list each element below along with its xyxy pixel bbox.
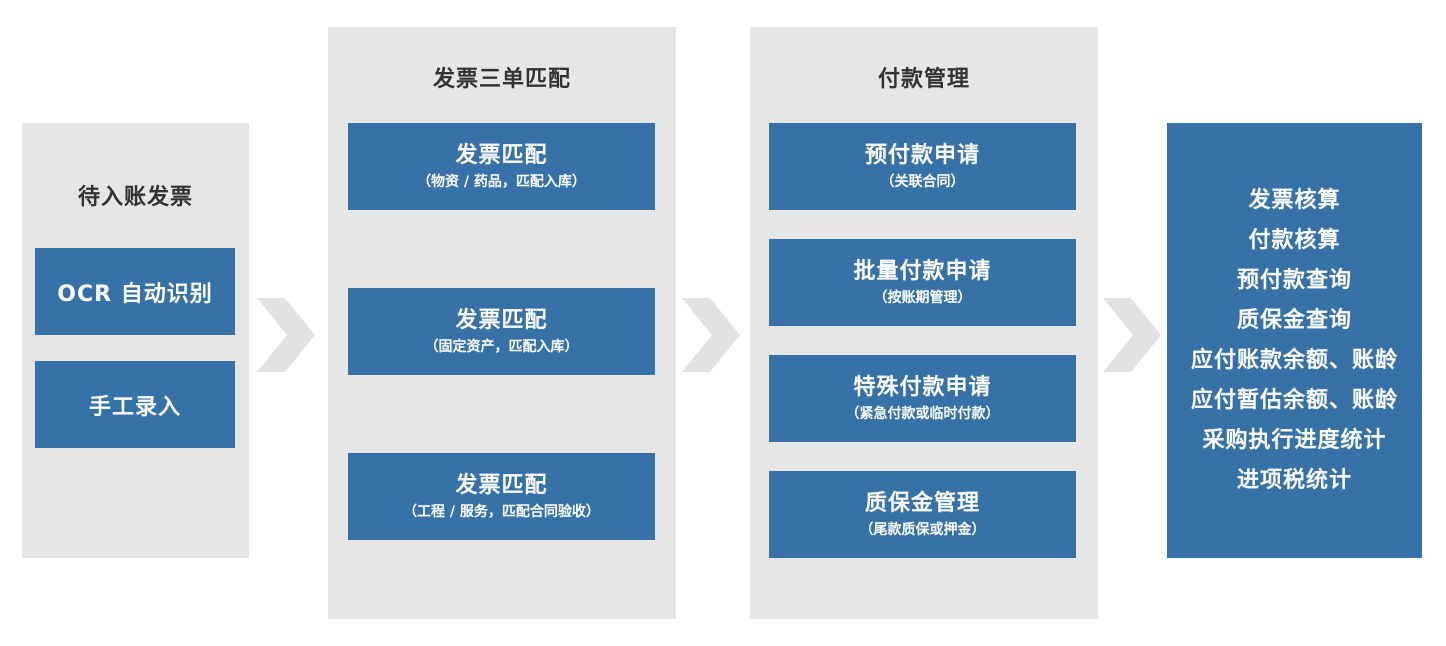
stage-payment-management-panel: 付款管理 预付款申请 （关联合同） 批量付款申请 （按账期管理） 特殊付款申请 … [750, 27, 1098, 619]
special-payment-request-title: 特殊付款申请 [853, 374, 992, 400]
prepayment-request-sub: （关联合同） [880, 173, 965, 190]
result-item: 进项税统计 [1236, 467, 1352, 493]
result-item: 付款核算 [1248, 227, 1341, 253]
prepayment-request-box: 预付款申请 （关联合同） [769, 123, 1076, 210]
result-item: 发票核算 [1248, 187, 1341, 213]
result-item: 应付暂估余额、账龄 [1190, 387, 1398, 413]
result-item: 质保金查询 [1236, 307, 1352, 333]
stage-pending-invoices-title: 待入账发票 [77, 185, 193, 210]
stage-payment-management-title: 付款管理 [877, 67, 970, 92]
invoice-match-materials-box: 发票匹配 （物资 / 药品，匹配入库） [348, 123, 655, 210]
retention-management-box: 质保金管理 （尾款质保或押金） [769, 471, 1076, 558]
chevron-right-icon [1103, 298, 1161, 372]
result-item: 采购执行进度统计 [1202, 427, 1387, 453]
invoice-match-services-box: 发票匹配 （工程 / 服务，匹配合同验收） [348, 453, 655, 540]
result-item: 预付款查询 [1236, 267, 1352, 293]
invoice-match-assets-title: 发票匹配 [455, 307, 548, 333]
manual-entry-box: 手工录入 [35, 361, 235, 448]
ocr-recognition-label: OCR 自动识别 [57, 281, 213, 307]
stage-pending-invoices-panel: 待入账发票 OCR 自动识别 手工录入 [22, 123, 249, 558]
invoice-match-services-sub: （工程 / 服务，匹配合同验收） [403, 503, 600, 520]
chevron-right-icon [682, 298, 740, 372]
invoice-match-assets-box: 发票匹配 （固定资产，匹配入库） [348, 288, 655, 375]
chevron-right-icon [257, 298, 315, 372]
accounting-query-box: 发票核算 付款核算 预付款查询 质保金查询 应付账款余额、账龄 应付暂估余额、账… [1167, 123, 1422, 558]
invoice-match-materials-title: 发票匹配 [455, 142, 548, 168]
invoice-match-services-title: 发票匹配 [455, 472, 548, 498]
manual-entry-label: 手工录入 [88, 394, 181, 420]
retention-management-sub: （尾款质保或押金） [859, 521, 986, 538]
batch-payment-request-box: 批量付款申请 （按账期管理） [769, 239, 1076, 326]
special-payment-request-sub: （紧急付款或临时付款） [845, 405, 1000, 422]
prepayment-request-title: 预付款申请 [864, 142, 980, 168]
batch-payment-request-sub: （按账期管理） [873, 289, 972, 306]
special-payment-request-box: 特殊付款申请 （紧急付款或临时付款） [769, 355, 1076, 442]
retention-management-title: 质保金管理 [864, 490, 980, 516]
result-item: 应付账款余额、账龄 [1190, 347, 1398, 373]
batch-payment-request-title: 批量付款申请 [853, 258, 992, 284]
invoice-match-materials-sub: （物资 / 药品，匹配入库） [417, 173, 586, 190]
ocr-recognition-box: OCR 自动识别 [35, 248, 235, 335]
stage-invoice-matching-title: 发票三单匹配 [432, 67, 571, 92]
stage-invoice-matching-panel: 发票三单匹配 发票匹配 （物资 / 药品，匹配入库） 发票匹配 （固定资产，匹配… [328, 27, 676, 619]
invoice-match-assets-sub: （固定资产，匹配入库） [424, 338, 579, 355]
